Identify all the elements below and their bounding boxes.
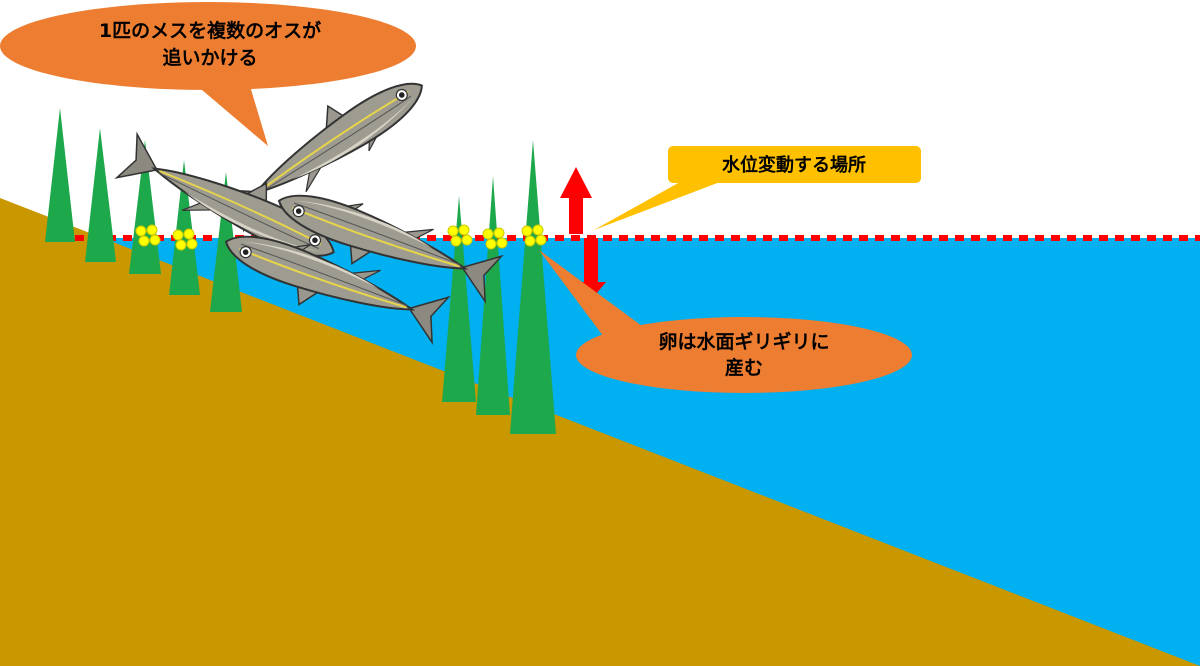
callout-eggs-line1: 卵は水面ギリギリに — [658, 330, 829, 353]
callout-eggs-line2: 産む — [725, 356, 763, 379]
ground-slope — [0, 198, 1200, 666]
arrow-up-icon — [560, 167, 592, 234]
callout-water-level: 水位変動する場所 — [594, 146, 921, 230]
plant-icon — [169, 160, 200, 295]
plant-icon — [85, 128, 116, 262]
plant-icon — [510, 140, 556, 434]
callout-water-level-text: 水位変動する場所 — [722, 154, 866, 176]
plant-icon — [442, 196, 476, 402]
plant-icon — [45, 108, 75, 242]
callout-chase-line2: 追いかける — [162, 46, 257, 69]
callout-eggs: 卵は水面ギリギリに 産む — [539, 250, 912, 393]
callout-chase: 1匹のメスを複数のオスが 追いかける — [0, 2, 416, 146]
callout-chase-line1: 1匹のメスを複数のオスが — [99, 19, 321, 42]
plant-icon — [476, 176, 510, 415]
